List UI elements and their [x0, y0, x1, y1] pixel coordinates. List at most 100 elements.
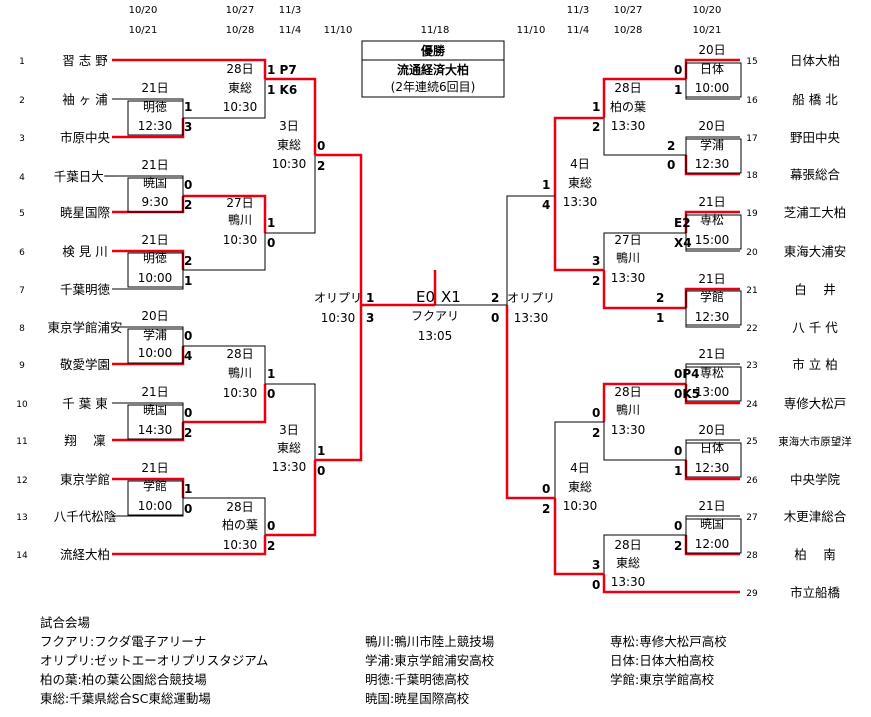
legend-line: 暁国:暁星国際高校: [365, 691, 470, 706]
team-number: 29: [746, 589, 758, 599]
legend-line: 試合会場: [40, 615, 91, 630]
match-label: 10:00: [138, 271, 173, 285]
legend-venues-2: 鴨川:鴨川市陸上競技場 学浦:東京学館浦安高校 明徳:千葉明徳高校 暁国:暁星国…: [365, 632, 494, 708]
match-label: 14:30: [138, 423, 173, 437]
team-name: 芝浦工大柏: [784, 205, 847, 220]
match-label: 21日: [141, 81, 168, 95]
team-name: 東海大浦安: [784, 244, 847, 259]
team-number: 19: [746, 209, 758, 219]
score: 1: [317, 444, 325, 458]
score: 0: [491, 311, 499, 325]
match-label: 20日: [698, 119, 725, 133]
team-name: 柏 南: [794, 547, 835, 562]
match-box: [127, 177, 184, 213]
match-label: 10:30: [272, 157, 307, 171]
team-name: 日体大柏: [790, 53, 840, 68]
match-label: 10:30: [321, 311, 356, 325]
match-label: 28日: [614, 81, 641, 95]
match-label: 日体: [700, 441, 724, 455]
date-top: 10/27: [614, 5, 643, 16]
team-number: 23: [746, 361, 757, 371]
score: 2: [592, 426, 600, 440]
match-box: [685, 138, 742, 174]
team-number: 8: [19, 324, 25, 334]
match-label: 13:05: [418, 329, 453, 343]
score: 1: [184, 100, 192, 114]
team-name: 市原中央: [60, 130, 111, 145]
team-name: 船 橋 北: [792, 92, 838, 107]
match-label: 13:30: [272, 460, 307, 474]
bracket-line: [315, 153, 363, 305]
bracket-line: [183, 384, 267, 424]
match-label: 10:30: [223, 538, 258, 552]
legend-line: 日体:日体大柏高校: [610, 653, 715, 668]
match-box: [127, 480, 184, 516]
team-name: 翔 凜: [64, 433, 105, 448]
match-label: 10:30: [563, 499, 598, 513]
match-label: 28日: [226, 62, 253, 76]
match-label: 10:30: [223, 233, 258, 247]
match-box: [685, 518, 742, 554]
score: 1: [656, 311, 664, 325]
bracket-line: [602, 77, 686, 118]
match-label: オリプリ: [507, 291, 555, 305]
match-label: 12:30: [695, 310, 730, 324]
legend-line: 柏の葉:柏の葉公園総合競技場: [40, 672, 207, 687]
score: 2: [542, 502, 550, 516]
team-name: 幕張総合: [790, 167, 841, 182]
champion-note: (2年連続6回目): [391, 80, 476, 94]
bracket-line: [603, 118, 686, 156]
team-name: 白 井: [794, 282, 835, 297]
team-name: 木更津総合: [784, 509, 847, 524]
score: 2: [184, 254, 192, 268]
match-label: 13:30: [611, 575, 646, 589]
match-label: 28日: [226, 347, 253, 361]
match-box: [127, 252, 184, 288]
match-label: 学浦: [143, 327, 167, 342]
match-label: 学浦: [700, 137, 724, 152]
champion-label: 優勝: [420, 43, 446, 58]
match-label: オリプリ: [314, 291, 362, 305]
match-label: 21日: [698, 499, 725, 513]
match-label: 10:30: [223, 386, 258, 400]
match-label: 13:30: [611, 119, 646, 133]
bracket-line: [112, 58, 267, 79]
match-label: 12:00: [695, 537, 730, 551]
bracket-line: [265, 155, 316, 234]
match-label: 10:00: [695, 81, 730, 95]
score: 1: [674, 464, 682, 478]
score: 0: [184, 502, 192, 516]
score: 0: [592, 578, 600, 592]
team-number: 14: [16, 551, 28, 561]
match-label: 10:00: [138, 346, 173, 360]
score: 2: [656, 291, 664, 305]
bracket-line: [553, 116, 604, 196]
team-name: 暁星国際: [60, 205, 111, 220]
date-bottom: 11/10: [517, 25, 546, 36]
match-label: 10:00: [138, 499, 173, 513]
bracket-line: [265, 460, 317, 537]
legend-line: 専松:専修大松戸高校: [610, 634, 727, 649]
match-box: [127, 328, 184, 364]
match-label: 13:00: [695, 385, 730, 399]
score: 0: [184, 178, 192, 192]
legend-line: 鴨川:鴨川市陸上競技場: [365, 634, 495, 649]
date-bottom: 10/21: [693, 25, 722, 36]
score: X4: [674, 236, 692, 250]
bracket-line: [505, 305, 555, 500]
champion-team: 流通経済大柏: [397, 62, 469, 77]
bracket-line: [553, 196, 604, 272]
score: 0: [184, 406, 192, 420]
team-number: 15: [746, 57, 757, 67]
score: 1: [366, 291, 374, 305]
score: 1: [267, 367, 275, 381]
score: 0: [267, 387, 275, 401]
match-label: 鴨川: [616, 403, 640, 417]
date-top: 10/20: [129, 5, 158, 16]
score: 0P4: [674, 367, 700, 381]
score: 2: [184, 426, 192, 440]
team-name: 東京学館浦安: [47, 320, 122, 335]
